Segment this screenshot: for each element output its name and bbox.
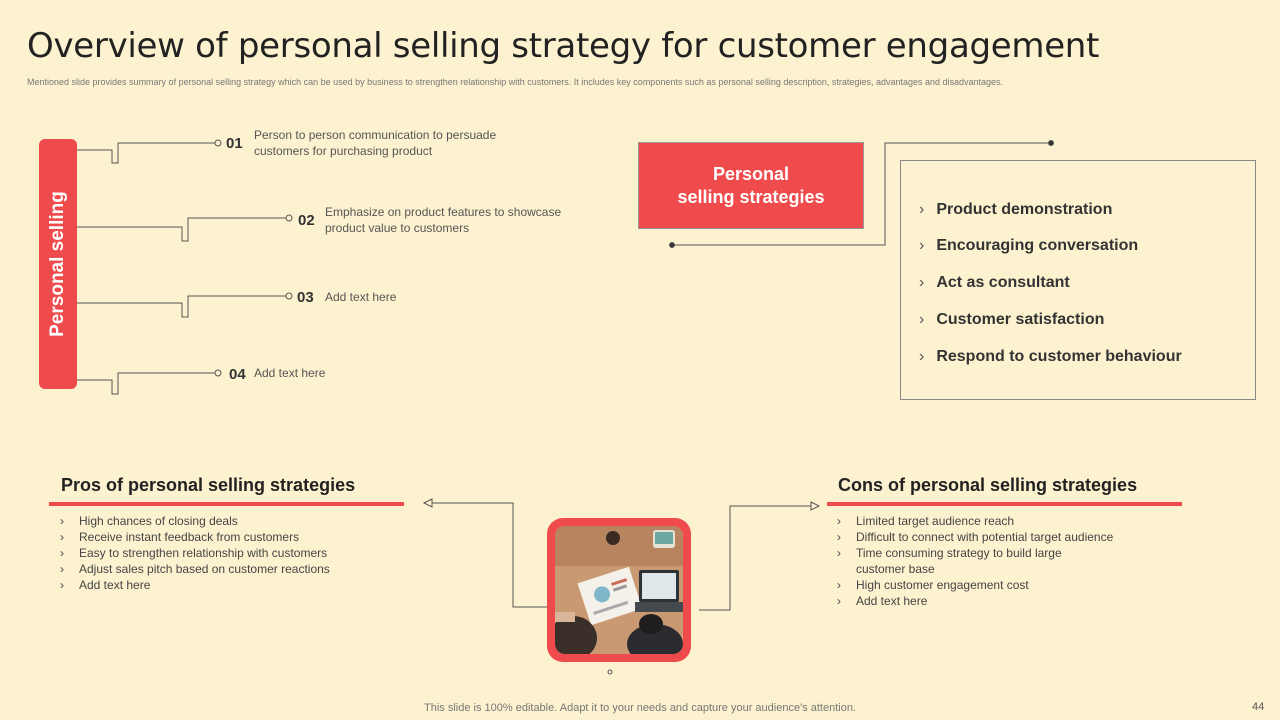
strategy-item: ›Encouraging conversation <box>919 237 1139 254</box>
connector-04 <box>77 372 216 395</box>
chevron-right-icon: › <box>60 562 64 576</box>
connector-02 <box>77 217 287 242</box>
item-number-04: 04 <box>229 366 246 383</box>
item-number-01: 01 <box>226 135 243 152</box>
chevron-right-icon: › <box>60 578 64 592</box>
chevron-right-icon: › <box>837 578 841 592</box>
strategy-title: Personal selling strategies <box>677 163 825 207</box>
page-subtitle: Mentioned slide provides summary of pers… <box>27 77 1004 87</box>
chevron-right-icon: › <box>837 546 841 560</box>
strategy-item: ›Customer satisfaction <box>919 311 1105 328</box>
footer-note: This slide is 100% editable. Adapt it to… <box>424 702 856 714</box>
meeting-photo-frame <box>547 518 691 662</box>
strategy-list: ›Product demonstration ›Encouraging conv… <box>900 160 1256 400</box>
chevron-right-icon: › <box>919 274 925 291</box>
item-description-01: Person to person communication to persua… <box>254 128 497 158</box>
cons-list: ›Limited target audience reach ›Difficul… <box>837 514 1114 608</box>
strategy-item: ›Product demonstration <box>919 201 1113 218</box>
personal-selling-bar <box>39 139 77 389</box>
chevron-right-icon: › <box>60 546 64 560</box>
chevron-right-icon: › <box>837 530 841 544</box>
pros-list: ›High chances of closing deals ›Receive … <box>60 514 330 592</box>
page-number: 44 <box>1252 701 1265 713</box>
chevron-right-icon: › <box>60 530 64 544</box>
chevron-right-icon: › <box>919 237 925 254</box>
chevron-right-icon: › <box>837 594 841 608</box>
pros-connector <box>428 502 553 608</box>
item-description-03: Add text here <box>325 290 397 304</box>
cons-title: Cons of personal selling strategies <box>838 475 1138 495</box>
chevron-right-icon: › <box>919 311 925 328</box>
cons-connector <box>699 505 815 611</box>
meeting-photo <box>555 526 683 654</box>
strategy-connector <box>672 142 1050 246</box>
chevron-right-icon: › <box>919 201 925 218</box>
item-description-04: Add text here <box>254 366 326 380</box>
pros-title: Pros of personal selling strategies <box>61 475 356 495</box>
page-title: Overview of personal selling strategy fo… <box>27 26 1100 66</box>
chevron-right-icon: › <box>919 348 925 365</box>
cons-underline <box>827 502 1182 506</box>
chevron-right-icon: › <box>60 514 64 528</box>
connector-03 <box>77 295 287 318</box>
chevron-right-icon: › <box>837 514 841 528</box>
strategy-item: ›Act as consultant <box>919 274 1070 291</box>
strategy-title-box: Personal selling strategies <box>638 142 864 229</box>
connector-01 <box>77 142 216 164</box>
strategy-item: ›Respond to customer behaviour <box>919 348 1182 365</box>
item-number-02: 02 <box>298 212 315 229</box>
personal-selling-label: Personal selling <box>47 191 68 337</box>
item-number-03: 03 <box>297 289 314 306</box>
pros-underline <box>49 502 404 506</box>
item-description-02: Emphasize on product features to showcas… <box>325 205 562 235</box>
